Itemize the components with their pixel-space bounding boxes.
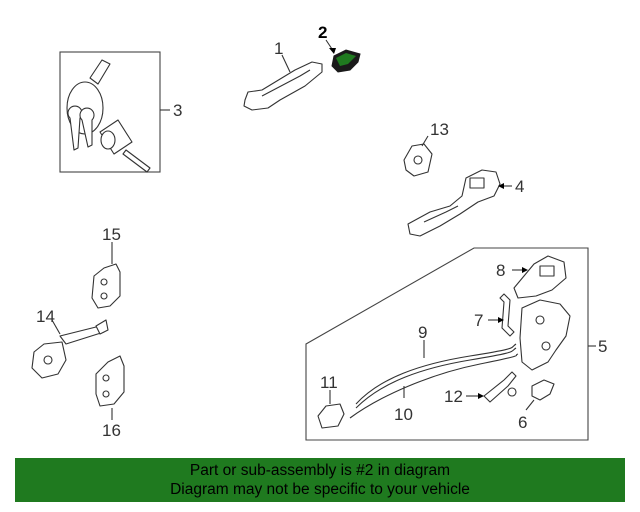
outside-handle-grip	[261, 69, 311, 97]
door-latch-body	[519, 299, 571, 371]
part-14-end	[95, 319, 109, 335]
part-12-end	[507, 387, 517, 397]
part-16-lower-hinge[interactable]: 16	[95, 355, 125, 440]
part-1-outside-handle[interactable]: 1	[243, 39, 323, 111]
leader-12-arrow	[478, 393, 484, 399]
part-4-detail	[423, 205, 459, 223]
part-15-upper-hinge[interactable]: 15	[91, 225, 121, 309]
part-6-bracket[interactable]: 6	[518, 379, 555, 432]
part-4-shape	[407, 169, 501, 237]
part-12-rod[interactable]: 12	[444, 371, 517, 406]
part-13-hole	[413, 155, 423, 165]
part-6-shape	[531, 379, 555, 401]
callout-5: 5	[598, 337, 607, 356]
part-3-lock-cylinder-group[interactable]: 3	[59, 51, 182, 173]
callout-2: 2	[318, 23, 327, 42]
part-10-cable[interactable]: 10	[349, 353, 519, 424]
info-banner: Part or sub-assembly is #2 in diagram Di…	[15, 458, 625, 502]
callout-8: 8	[496, 261, 505, 280]
part-7-rod[interactable]: 7	[474, 293, 515, 337]
leader-6	[525, 399, 535, 411]
callout-7: 7	[474, 311, 483, 330]
callout-4: 4	[515, 177, 524, 196]
part-10-cable-line	[349, 353, 519, 419]
part-11-clip[interactable]: 11	[317, 373, 345, 429]
part-9-cable[interactable]: 9	[355, 323, 517, 409]
callout-14: 14	[36, 307, 55, 326]
banner-line-2: Diagram may not be specific to your vehi…	[170, 481, 470, 498]
part-4-inside-handle[interactable]: 4	[407, 169, 524, 237]
part-2-highlight	[336, 53, 356, 66]
leader-1	[281, 54, 291, 73]
part-15-shape	[91, 263, 121, 309]
callout-15: 15	[102, 225, 121, 244]
leader-4-arrow	[498, 183, 504, 189]
callout-11: 11	[320, 373, 338, 392]
callout-6: 6	[518, 413, 527, 432]
latch-bolt-2	[541, 341, 551, 351]
part-16-hole-2	[102, 390, 110, 398]
part-9-cable-line	[355, 343, 517, 405]
callout-1: 1	[274, 39, 283, 58]
part-11-shape	[317, 403, 345, 429]
part-9-cable-line-2	[355, 347, 517, 409]
part-16-hole-1	[102, 374, 110, 382]
part-14-hole	[43, 355, 53, 365]
part-2-handle-bracket[interactable]: 2	[318, 23, 361, 73]
callout-3: 3	[173, 101, 182, 120]
lock-cylinder-face	[100, 130, 116, 150]
part-5-latch-assembly[interactable]: 5 8 7 9 10	[305, 247, 607, 441]
parts-diagram: 3 1 2 13 4 15	[31, 23, 607, 441]
banner-line-1: Part or sub-assembly is #2 in diagram	[189, 462, 451, 479]
leader-7-arrow	[498, 317, 504, 323]
key-tag	[89, 59, 111, 85]
part-12-shape	[483, 371, 517, 403]
part-8-latch-cover[interactable]: 8	[496, 255, 567, 299]
part-5-box	[305, 247, 589, 441]
part-8-shape	[513, 255, 567, 299]
part-14-door-check[interactable]: 14	[31, 307, 109, 379]
callout-16: 16	[102, 421, 121, 440]
outside-handle-shape	[243, 61, 323, 111]
part-15-hole-2	[100, 292, 108, 300]
part-4-slot	[469, 177, 485, 189]
part-13-bracket[interactable]: 13	[403, 120, 449, 177]
latch-bolt-1	[535, 315, 545, 325]
callout-13: 13	[430, 120, 449, 139]
key-2	[79, 107, 95, 148]
callout-10: 10	[394, 405, 413, 424]
callout-9: 9	[418, 323, 427, 342]
part-8-slot	[539, 265, 555, 277]
leader-13	[421, 135, 429, 147]
part-3-box	[59, 51, 161, 173]
leader-14	[51, 319, 61, 335]
cylinder-rod	[122, 149, 151, 173]
part-7-shape	[499, 293, 515, 337]
leader-8-arrow	[522, 267, 528, 273]
part-15-hole-1	[100, 278, 108, 286]
part-16-shape	[95, 355, 125, 407]
callout-12: 12	[444, 387, 463, 406]
leader-2-arrow	[329, 48, 336, 54]
